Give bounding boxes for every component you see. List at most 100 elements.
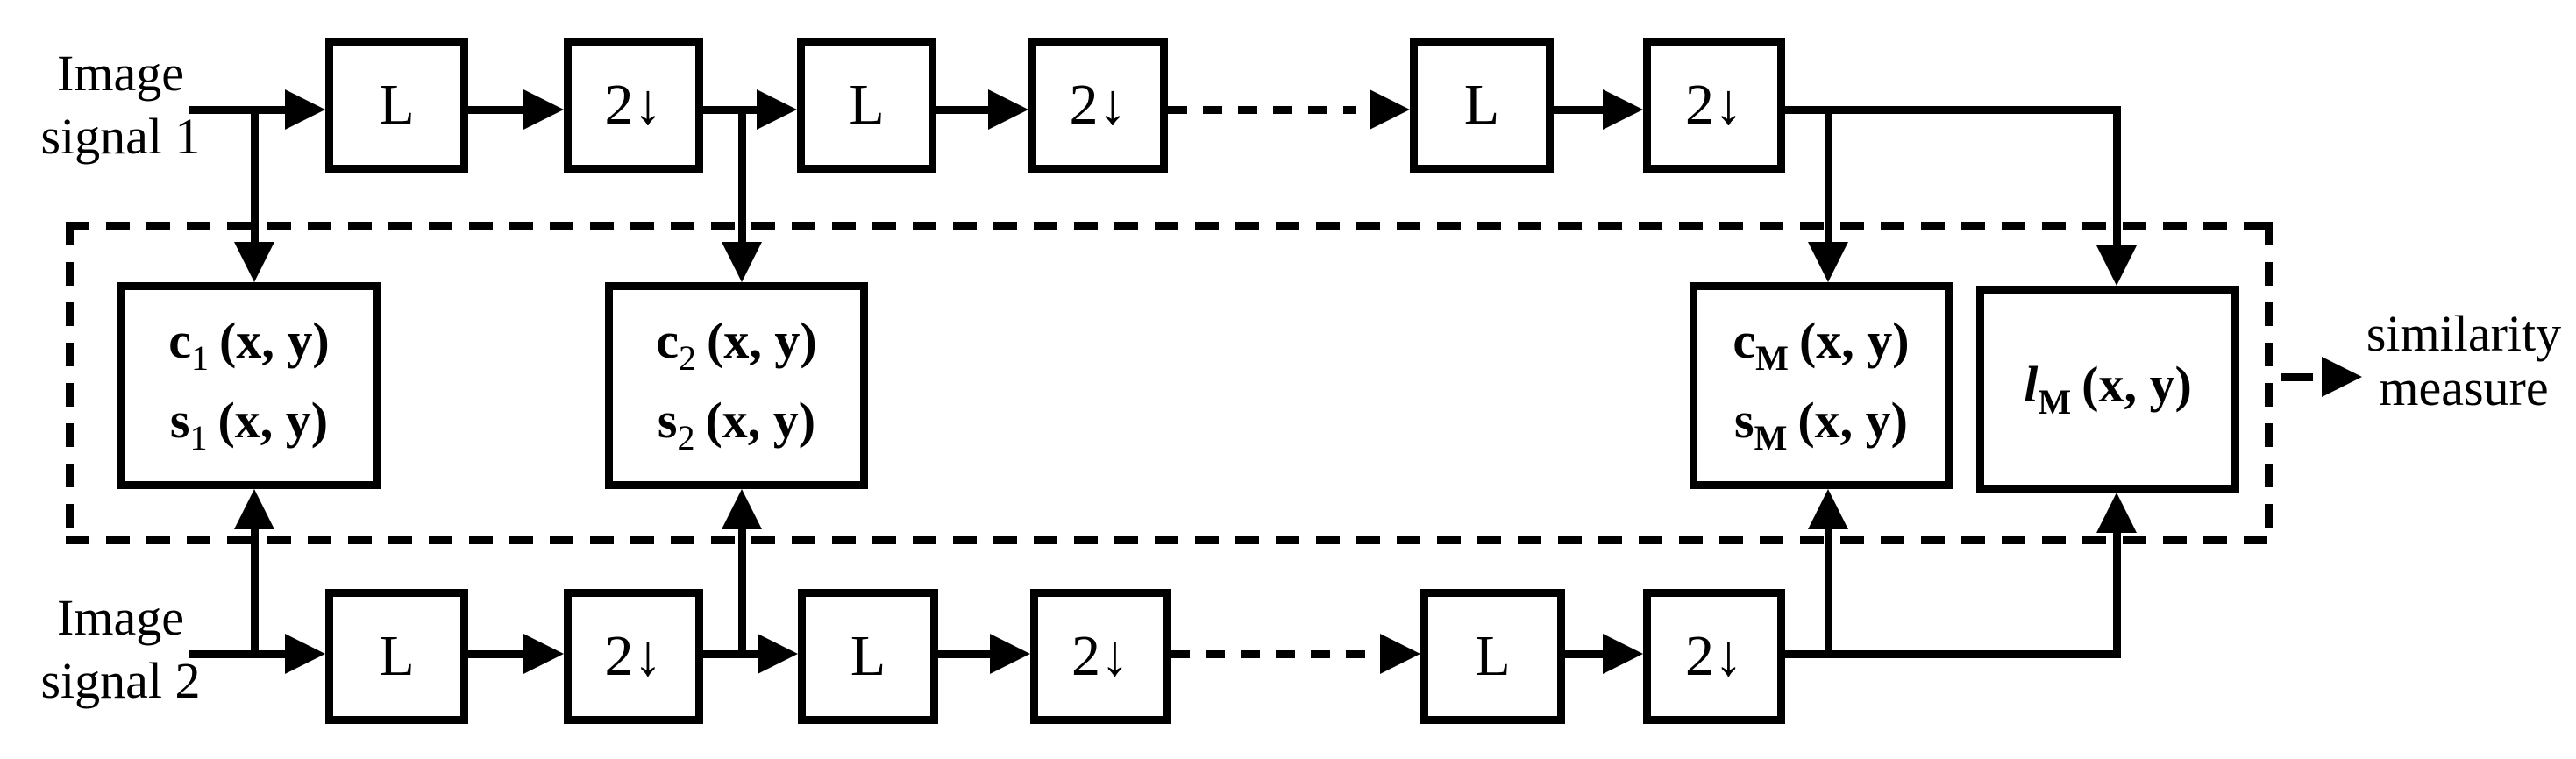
- formula-lM-base: l: [2024, 355, 2039, 413]
- connector-signal1-input: [189, 106, 287, 114]
- luminance-box-M: lM(x, y): [1976, 286, 2239, 493]
- formula-lM: lM(x, y): [2024, 355, 2192, 422]
- formula-cM: cM(x, y): [1733, 316, 1909, 376]
- connector-signal2-input: [189, 650, 287, 658]
- arrowhead-s2-into-downsampleM: [1603, 634, 1643, 674]
- label-image-signal-2: Image signal 2: [31, 586, 210, 713]
- dashed-region-bottom-edge: [66, 536, 2273, 544]
- label-similarity-line2: measure: [2379, 359, 2549, 416]
- formula-s1-base: s: [169, 391, 190, 449]
- lowpass-label: L: [1463, 73, 1500, 137]
- arrowhead-s1-into-stage2: [722, 242, 762, 282]
- label-image-signal-2-line1: Image: [57, 589, 184, 646]
- lowpass-label: L: [849, 73, 885, 137]
- label-image-signal-2-line2: signal 2: [40, 652, 201, 709]
- arrowhead-signal1-into-lowpass1: [285, 89, 325, 130]
- lowpass-box-s2-M: L: [1420, 589, 1565, 724]
- downsample-label: 2↓: [604, 73, 663, 137]
- connector-s1-branch-stage2: [738, 106, 746, 244]
- arrowhead-s1-into-lowpassM: [1370, 89, 1410, 130]
- arrowhead-s2-into-lowpass2: [758, 634, 798, 674]
- connector-s2-d1-l2: [703, 650, 758, 658]
- comparison-box-stageM: cM(x, y) sM(x, y): [1690, 282, 1953, 489]
- downsample-label: 2↓: [1685, 624, 1743, 688]
- lowpass-box-s1-2: L: [797, 38, 936, 173]
- arrowhead-s2-into-stage2: [722, 489, 762, 529]
- downsample-label: 2↓: [604, 624, 663, 688]
- lowpass-label: L: [850, 624, 886, 688]
- connector-s1-branch-stage1: [251, 106, 259, 244]
- arrowhead-s2-into-luminanceM: [2096, 493, 2137, 533]
- connector-s1-lM-dM: [1554, 106, 1604, 114]
- connector-s1-l1-d1: [468, 106, 524, 114]
- arrowhead-s1-into-downsample1: [523, 89, 564, 130]
- connector-s1-dM-output: [1785, 106, 2121, 114]
- label-image-signal-1: Image signal 1: [31, 42, 210, 168]
- downsample-box-s2-1: 2↓: [564, 589, 703, 724]
- connector-s2-branch-stage1: [251, 526, 259, 658]
- dashed-region-left-edge: [66, 222, 74, 544]
- arrowhead-s2-into-stageM: [1808, 489, 1848, 529]
- downsample-box-s1-2: 2↓: [1028, 38, 1168, 173]
- arrowhead-s1-into-downsampleM: [1603, 89, 1643, 130]
- formula-c2: c2(x, y): [656, 316, 816, 376]
- formula-s2-base: s: [657, 391, 678, 449]
- comparison-box-stage1: c1(x, y) s1(x, y): [117, 282, 381, 489]
- arrowhead-s2-into-downsample1: [523, 634, 564, 674]
- formula-lM-sub: M: [2038, 381, 2072, 422]
- arrowhead-output: [2322, 357, 2362, 397]
- connector-s2-dM-output: [1785, 650, 2121, 658]
- formula-sM-base: s: [1734, 391, 1754, 449]
- formula-s1-sub: 1: [189, 417, 208, 458]
- connector-s2-l2-d2: [938, 650, 991, 658]
- connector-s2-ellipsis-dashed: [1171, 650, 1368, 658]
- formula-s2-args: (x, y): [705, 391, 816, 449]
- lowpass-box-s1-M: L: [1410, 38, 1554, 173]
- formula-s1-args: (x, y): [217, 391, 329, 449]
- connector-s2-lM-dM: [1565, 650, 1604, 658]
- connector-s2-l1-d1: [468, 650, 524, 658]
- formula-cM-sub: M: [1755, 338, 1789, 379]
- formula-c1-base: c: [168, 312, 192, 370]
- lowpass-box-s2-2: L: [798, 589, 938, 724]
- arrowhead-s1-into-stage1: [234, 242, 274, 282]
- connector-output-dash: [2281, 373, 2313, 381]
- dashed-region-right-edge: [2265, 222, 2273, 544]
- formula-c2-sub: 2: [679, 338, 697, 379]
- formula-s2: s2(x, y): [657, 391, 816, 456]
- dashed-region-top-edge: [66, 222, 2273, 230]
- connector-s1-branch-stageM: [1825, 106, 1832, 244]
- downsample-box-s1-1: 2↓: [564, 38, 703, 173]
- arrowhead-s2-into-stage1: [234, 489, 274, 529]
- formula-c1-args: (x, y): [219, 312, 330, 370]
- lowpass-label: L: [1475, 624, 1511, 688]
- arrowhead-s1-into-downsample2: [988, 89, 1028, 130]
- downsample-box-s2-2: 2↓: [1030, 589, 1171, 724]
- lowpass-box-s2-1: L: [325, 589, 468, 724]
- formula-c2-args: (x, y): [707, 312, 817, 370]
- arrowhead-s1-into-stageM: [1808, 242, 1848, 282]
- label-similarity-line1: similarity: [2366, 305, 2562, 362]
- arrowhead-signal2-into-lowpass1: [285, 634, 325, 674]
- lowpass-label: L: [379, 624, 415, 688]
- arrowhead-s1-into-lowpass2: [757, 89, 797, 130]
- arrowhead-s1-into-luminanceM: [2096, 245, 2137, 286]
- downsample-label: 2↓: [1069, 73, 1128, 137]
- formula-cM-args: (x, y): [1798, 312, 1910, 370]
- downsample-box-s1-M: 2↓: [1643, 38, 1785, 173]
- downsample-label: 2↓: [1071, 624, 1129, 688]
- formula-sM-args: (x, y): [1797, 391, 1908, 449]
- arrowhead-s2-into-lowpassM: [1380, 634, 1420, 674]
- connector-s1-l2-d2: [936, 106, 989, 114]
- connector-s2-branch-stageM: [1825, 526, 1832, 658]
- comparison-box-stage2: c2(x, y) s2(x, y): [605, 282, 868, 489]
- label-image-signal-1-line2: signal 1: [40, 108, 201, 165]
- lowpass-label: L: [379, 73, 415, 137]
- connector-s1-branch-luminanceM: [2113, 106, 2121, 247]
- arrowhead-s2-into-downsample2: [990, 634, 1030, 674]
- downsample-label: 2↓: [1685, 73, 1743, 137]
- formula-sM: sM(x, y): [1734, 391, 1908, 458]
- connector-s2-branch-luminanceM: [2113, 529, 2121, 658]
- formula-sM-sub: M: [1754, 417, 1788, 458]
